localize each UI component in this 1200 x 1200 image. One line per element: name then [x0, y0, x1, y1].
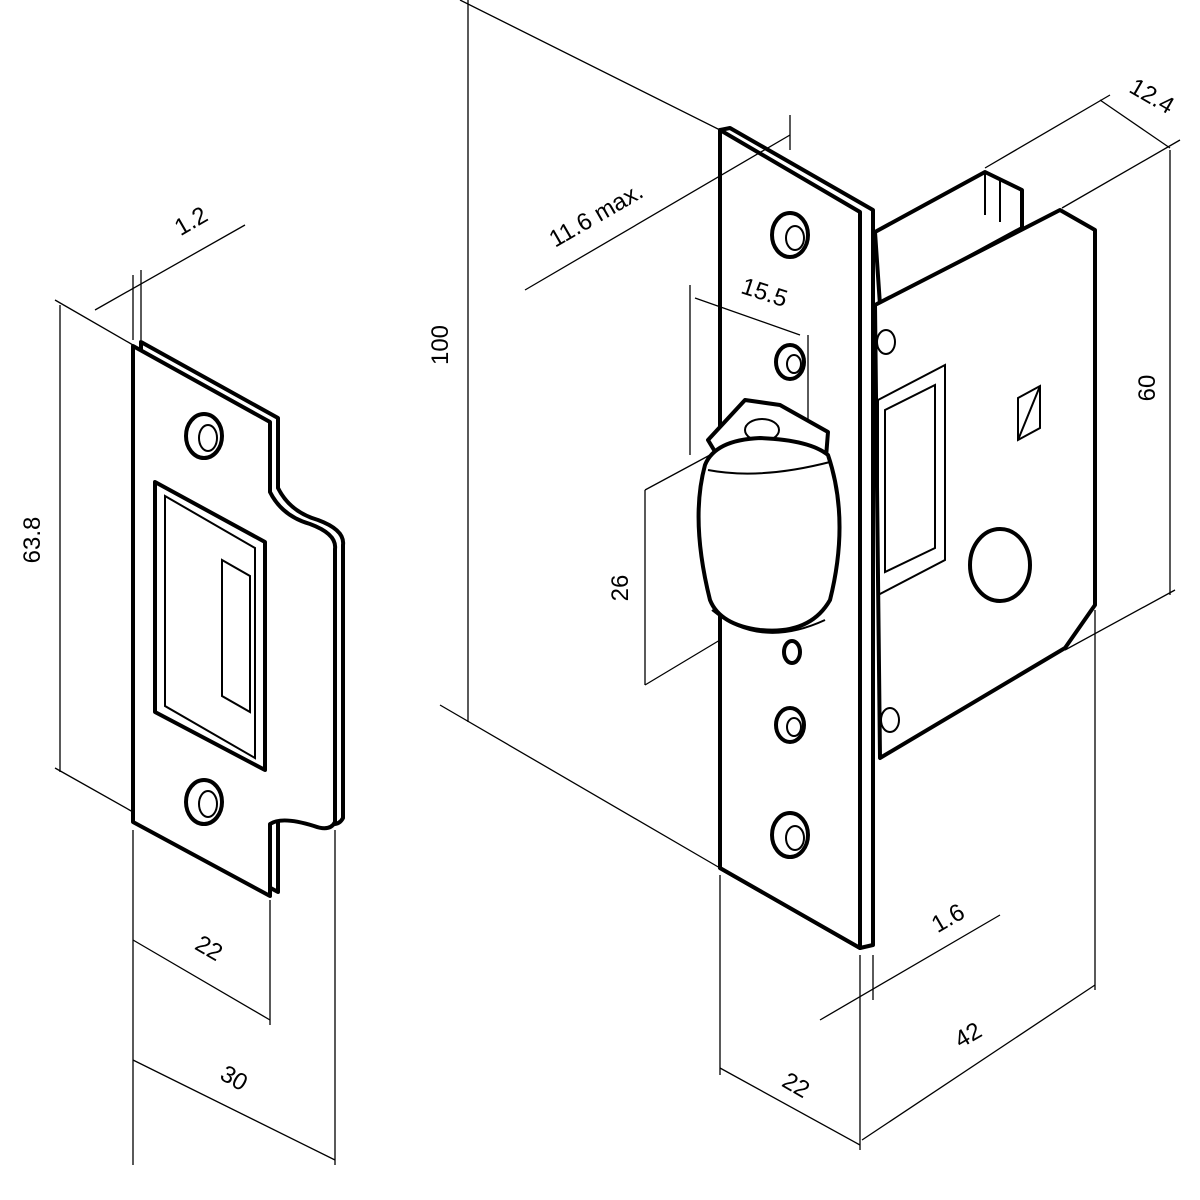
dim-body-thickness: 12.4: [1125, 73, 1179, 120]
dim-strike-outer-width: 30: [215, 1060, 252, 1097]
dim-body-height: 60: [1134, 375, 1161, 402]
screw-hole-top: [184, 412, 224, 460]
dim-strike-inner-width: 22: [190, 930, 227, 967]
roller-bolt: [696, 398, 842, 634]
dim-faceplate-thickness: 1.6: [927, 898, 969, 938]
dim-strike-height: 63.8: [19, 517, 46, 564]
screw-hole-bottom: [184, 778, 224, 826]
latch-assembly: [696, 126, 1097, 950]
strike-plate: [131, 340, 346, 898]
dim-bolt-height: 26: [607, 575, 634, 602]
dim-backset: 42: [950, 1017, 987, 1054]
dim-faceplate-width: 22: [777, 1067, 814, 1104]
dim-projection: 11.6 max.: [545, 178, 648, 253]
dim-strike-thickness: 1.2: [170, 201, 212, 241]
dim-latch-height: 100: [427, 325, 454, 365]
